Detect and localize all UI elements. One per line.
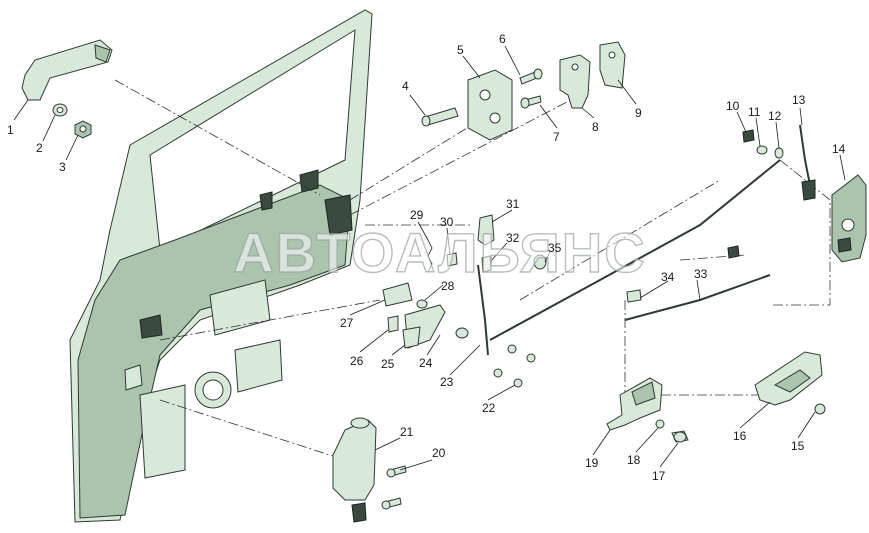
label-11: 11: [748, 105, 761, 119]
part-22-screw-2: [526, 353, 536, 363]
part-31-latch-lever: [477, 214, 495, 246]
part-10-clip: [742, 129, 755, 143]
label-16: 16: [733, 429, 747, 443]
label-15: 15: [791, 439, 805, 453]
label-29: 29: [410, 208, 424, 222]
part-23-link-rod: [477, 264, 517, 378]
label-33: 33: [694, 267, 708, 281]
part-28-washer: [416, 299, 428, 309]
part-1-handle: [21, 39, 113, 101]
label-9: 9: [635, 106, 642, 120]
watermark: АВТОАЛЬЯНС: [233, 221, 646, 284]
label-17: 17: [652, 469, 666, 483]
label-20: 20: [432, 446, 446, 460]
label-30: 30: [440, 215, 454, 229]
part-8-hinge: [559, 54, 591, 109]
part-14-lock-mechanism: [831, 174, 867, 263]
label-34: 34: [661, 270, 675, 284]
assembly-lines: [114, 79, 831, 461]
label-5: 5: [457, 43, 464, 57]
door-panel: [69, 9, 373, 523]
part-9-hinge-plate: [599, 41, 626, 89]
label-2: 2: [36, 141, 43, 155]
part-18-washer: [655, 419, 665, 429]
label-25: 25: [381, 357, 395, 371]
part-34-cable-clip: [626, 289, 642, 303]
label-7: 7: [553, 130, 560, 144]
part-27-bracket: [382, 282, 413, 307]
label-26: 26: [350, 354, 364, 368]
label-22: 22: [482, 401, 496, 415]
label-28: 28: [441, 279, 455, 293]
part-26-clip: [387, 315, 399, 333]
part-20-screw-2: [381, 497, 402, 510]
part-7-bolt: [520, 95, 542, 109]
part-19-inner-handle: [606, 377, 663, 431]
label-8: 8: [592, 120, 599, 134]
callout-labels: 1 2 3 4 5 6 7 8 9 10 11 12 13 14 15 16 1…: [7, 32, 846, 483]
label-3: 3: [59, 160, 66, 174]
part-16-handle-bezel: [754, 351, 823, 406]
label-19: 19: [585, 456, 599, 470]
label-10: 10: [726, 99, 740, 113]
part-15-cap: [814, 403, 826, 415]
label-27: 27: [340, 316, 354, 330]
part-22-screw: [513, 378, 523, 388]
label-21: 21: [400, 425, 414, 439]
part-2-washer: [52, 103, 68, 117]
part-35-bushing: [533, 254, 547, 270]
leader-lines: [13, 45, 846, 471]
part-29-spring: [427, 239, 433, 273]
label-35: 35: [548, 241, 562, 255]
label-1: 1: [7, 123, 14, 137]
part-32-clip: [481, 255, 492, 273]
label-24: 24: [419, 356, 433, 370]
part-13-rod: [799, 124, 816, 201]
part-12-cable-end: [774, 147, 784, 159]
part-5-striker-plate: [467, 69, 513, 141]
label-13: 13: [792, 93, 806, 107]
label-14: 14: [832, 142, 846, 156]
part-30-clip: [446, 252, 458, 267]
part-17-screw: [671, 430, 689, 443]
label-32: 32: [506, 231, 520, 245]
label-23: 23: [440, 375, 454, 389]
part-21-lock-actuator: [332, 417, 377, 523]
part-11-washer: [756, 145, 768, 155]
label-4: 4: [402, 79, 409, 93]
part-25-clip: [402, 326, 421, 349]
part-3-nut: [74, 120, 92, 139]
part-20-screw: [386, 465, 407, 478]
label-18: 18: [627, 453, 641, 467]
part-4-pin: [421, 107, 459, 127]
label-6: 6: [499, 32, 506, 46]
part-6-bolt: [519, 68, 543, 85]
label-31: 31: [506, 197, 520, 211]
label-12: 12: [768, 109, 782, 123]
part-33-cable-clip: [727, 245, 740, 259]
